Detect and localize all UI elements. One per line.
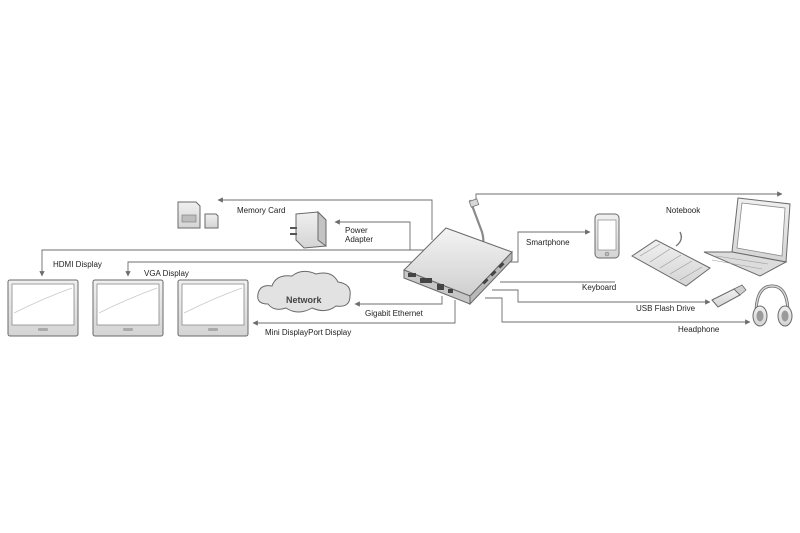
wire-notebook — [475, 191, 783, 200]
headphone-icon — [752, 284, 793, 327]
mini-displayport-display-icon — [177, 279, 249, 337]
label-network: Network — [286, 295, 323, 305]
hdmi-display-icon — [7, 279, 79, 337]
power-adapter-icon — [290, 210, 327, 249]
keyboard-icon — [631, 231, 711, 287]
label-smartphone: Smartphone — [526, 238, 570, 247]
wire-memory-card — [217, 197, 433, 240]
label-headphone: Headphone — [678, 325, 720, 334]
notebook-icon — [703, 197, 791, 277]
label-keyboard: Keyboard — [582, 283, 616, 292]
network-cloud-icon — [257, 270, 351, 313]
wire-mini-displayport-display — [252, 300, 456, 326]
hub-port-usb-3 — [498, 262, 505, 269]
wire-smartphone — [508, 229, 591, 263]
label-vga-display: VGA Display — [144, 269, 189, 278]
wire-hdmi-display — [39, 249, 420, 277]
hub-port-ethernet — [437, 284, 444, 290]
hub-port-usb-1 — [482, 278, 489, 285]
wire-vga-display — [125, 261, 428, 277]
docking-hub — [403, 198, 513, 306]
label-power-adapter-line2: Adapter — [345, 235, 373, 244]
label-gigabit-ethernet: Gigabit Ethernet — [365, 309, 424, 318]
wire-gigabit-ethernet — [354, 296, 443, 307]
wire-headphone — [485, 297, 751, 325]
memory-card-icon — [177, 201, 219, 229]
hub-port-usb-2 — [490, 270, 497, 277]
label-notebook: Notebook — [666, 206, 701, 215]
hub-port-hdmi — [408, 273, 416, 277]
hub-port-vga — [420, 278, 432, 283]
usb-flash-drive-icon — [711, 284, 747, 308]
label-usb-flash-drive: USB Flash Drive — [636, 304, 696, 313]
label-memory-card: Memory Card — [237, 206, 285, 215]
smartphone-icon — [594, 213, 620, 259]
wire-usb-flash-drive — [492, 289, 711, 305]
hub-port-minidp — [448, 289, 453, 293]
label-hdmi-display: HDMI Display — [53, 260, 102, 269]
label-power-adapter-line1: Power — [345, 226, 368, 235]
label-mini-displayport-display: Mini DisplayPort Display — [265, 328, 351, 337]
vga-display-icon — [92, 279, 164, 337]
